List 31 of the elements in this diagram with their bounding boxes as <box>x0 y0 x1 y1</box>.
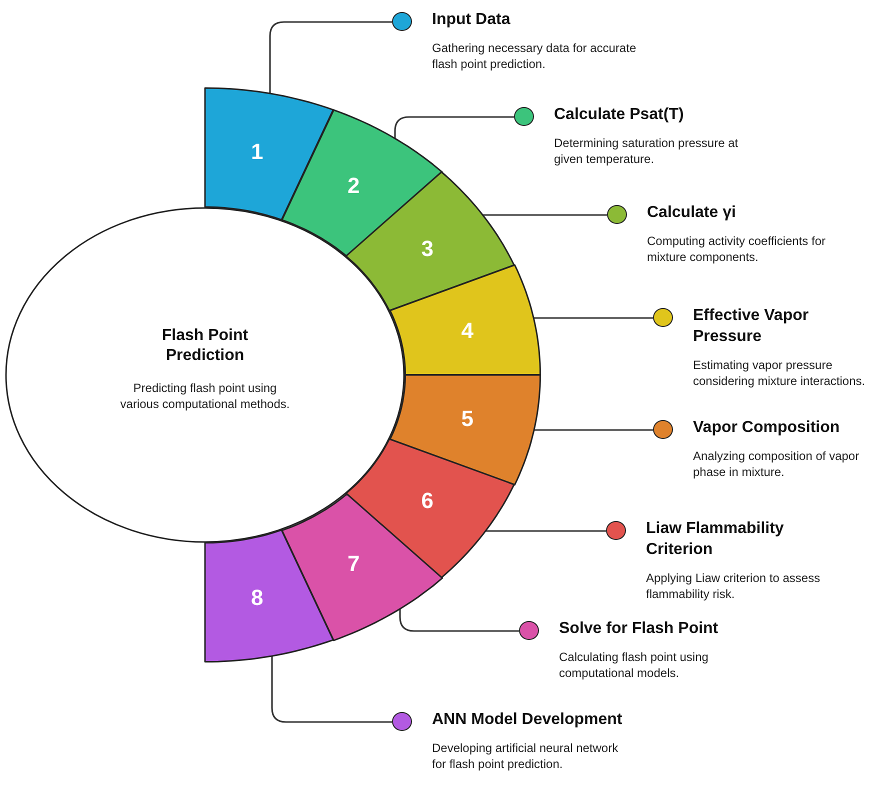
step-number: 4 <box>461 318 474 344</box>
step-title: Effective Vapor Pressure <box>693 306 810 347</box>
step-description: Computing activity coefficients for mixture components. <box>647 232 827 266</box>
step-description: Gathering necessary data for accurate flash point prediction. <box>432 40 638 72</box>
step-description: Analyzing composition of vapor phase in mixture. <box>693 448 860 480</box>
step-description: Calculating flash point using computational models. <box>559 648 710 682</box>
step-description: Determining saturation pressure at given temperature. <box>554 134 739 168</box>
step-title: Liaw Flammability Criterion <box>646 519 785 560</box>
center-title: Flash Point Prediction <box>160 326 250 366</box>
step-description: Applying Liaw criterion to assess flammability risk. <box>646 570 822 602</box>
connector-line <box>531 317 653 319</box>
step-number: 1 <box>251 138 264 165</box>
step-description: Developing artificial neural network for flash point prediction. <box>432 740 620 772</box>
connector-line <box>481 214 607 216</box>
step-description: Estimating vapor pressure considering mixture interactions. <box>693 356 866 389</box>
step-number: 5 <box>461 406 474 432</box>
connector-line <box>269 21 392 96</box>
step-title: Calculate Psat(T) <box>554 105 685 125</box>
step-number: 7 <box>347 551 360 578</box>
step-title: ANN Model Development <box>432 710 624 730</box>
connector-line <box>271 654 392 723</box>
connector-line <box>394 116 514 141</box>
step-title: Vapor Composition <box>693 418 841 438</box>
step-number: 3 <box>421 236 434 262</box>
center-description: Predicting flash point using various computational methods. <box>119 381 291 412</box>
step-title: Input Data <box>432 10 512 30</box>
step-title: Solve for Flash Point <box>559 619 720 639</box>
step-number: 6 <box>421 488 434 514</box>
step-number: 2 <box>347 172 360 199</box>
step-number: 8 <box>251 585 264 612</box>
step-title: Calculate γi <box>647 203 737 223</box>
